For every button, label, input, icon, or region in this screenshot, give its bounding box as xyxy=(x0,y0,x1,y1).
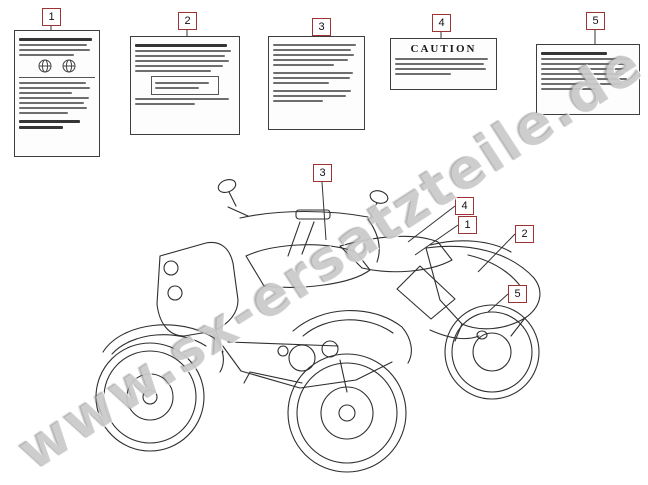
divider xyxy=(19,77,95,78)
text-line xyxy=(19,49,91,51)
text-line xyxy=(19,107,88,109)
text-line xyxy=(273,100,324,102)
callout-diagram-3[interactable]: 3 xyxy=(313,164,332,182)
callout-top-2[interactable]: 2 xyxy=(178,12,197,30)
text-line xyxy=(541,58,631,60)
callout-top-3[interactable]: 3 xyxy=(312,18,331,36)
text-line xyxy=(19,92,73,94)
label-text-block xyxy=(19,38,95,56)
text-line xyxy=(19,44,88,46)
label-text-block xyxy=(273,72,360,84)
text-line xyxy=(395,73,452,75)
globe-icon xyxy=(62,59,76,73)
callout-top-4[interactable]: 4 xyxy=(432,14,451,32)
emblem-row xyxy=(19,59,95,73)
text-line xyxy=(273,54,354,56)
text-line xyxy=(273,64,334,66)
warning-label-1 xyxy=(14,30,100,157)
text-line xyxy=(273,77,350,79)
text-line xyxy=(541,73,624,75)
globe-icon xyxy=(38,59,52,73)
text-line xyxy=(273,44,356,46)
callout-diagram-2[interactable]: 2 xyxy=(515,225,534,243)
text-line xyxy=(395,68,487,70)
text-line xyxy=(155,82,209,84)
label-text-block xyxy=(19,82,95,114)
text-line xyxy=(19,97,89,99)
text-line xyxy=(19,126,64,129)
label-text-block xyxy=(395,58,492,75)
leader-lines xyxy=(50,26,596,313)
text-line xyxy=(19,82,86,84)
text-line xyxy=(541,63,626,65)
caution-label-4: CAUTION xyxy=(390,38,497,90)
text-line xyxy=(19,87,91,89)
text-line xyxy=(273,82,329,84)
label-text-block xyxy=(541,52,635,90)
text-line xyxy=(135,65,223,67)
label-text-block xyxy=(273,90,360,102)
warning-label-2 xyxy=(130,36,240,135)
caution-title: CAUTION xyxy=(410,43,477,55)
text-line xyxy=(135,44,227,47)
text-line xyxy=(19,54,74,56)
text-line xyxy=(541,88,596,90)
text-line xyxy=(135,60,229,62)
label-text-block xyxy=(273,44,360,66)
callout-top-1[interactable]: 1 xyxy=(42,8,61,26)
label-inner-table xyxy=(151,76,219,95)
text-line xyxy=(273,90,352,92)
text-line xyxy=(19,112,68,114)
text-line xyxy=(135,55,225,57)
text-line xyxy=(541,78,628,80)
text-line xyxy=(273,49,352,51)
text-line xyxy=(541,83,621,85)
callout-top-5[interactable]: 5 xyxy=(586,12,605,30)
text-line xyxy=(395,58,489,60)
text-line xyxy=(541,68,629,70)
text-line xyxy=(19,102,85,104)
callout-diagram-5[interactable]: 5 xyxy=(508,285,527,303)
text-line xyxy=(135,103,195,105)
warning-label-3 xyxy=(268,36,365,130)
callout-diagram-4[interactable]: 4 xyxy=(455,197,474,215)
label-text-block xyxy=(135,44,235,72)
text-line xyxy=(19,38,92,41)
label-text-block xyxy=(135,98,235,105)
text-line xyxy=(395,63,485,65)
text-line xyxy=(135,98,229,100)
text-line xyxy=(273,59,348,61)
text-line xyxy=(155,87,200,89)
warning-label-5 xyxy=(536,44,640,115)
text-line xyxy=(135,50,231,52)
label-text-block xyxy=(19,120,95,129)
text-line xyxy=(273,95,347,97)
callout-diagram-1[interactable]: 1 xyxy=(458,216,477,234)
text-line xyxy=(19,120,80,123)
text-line xyxy=(135,70,211,72)
text-line xyxy=(273,72,354,74)
text-line xyxy=(541,52,607,55)
